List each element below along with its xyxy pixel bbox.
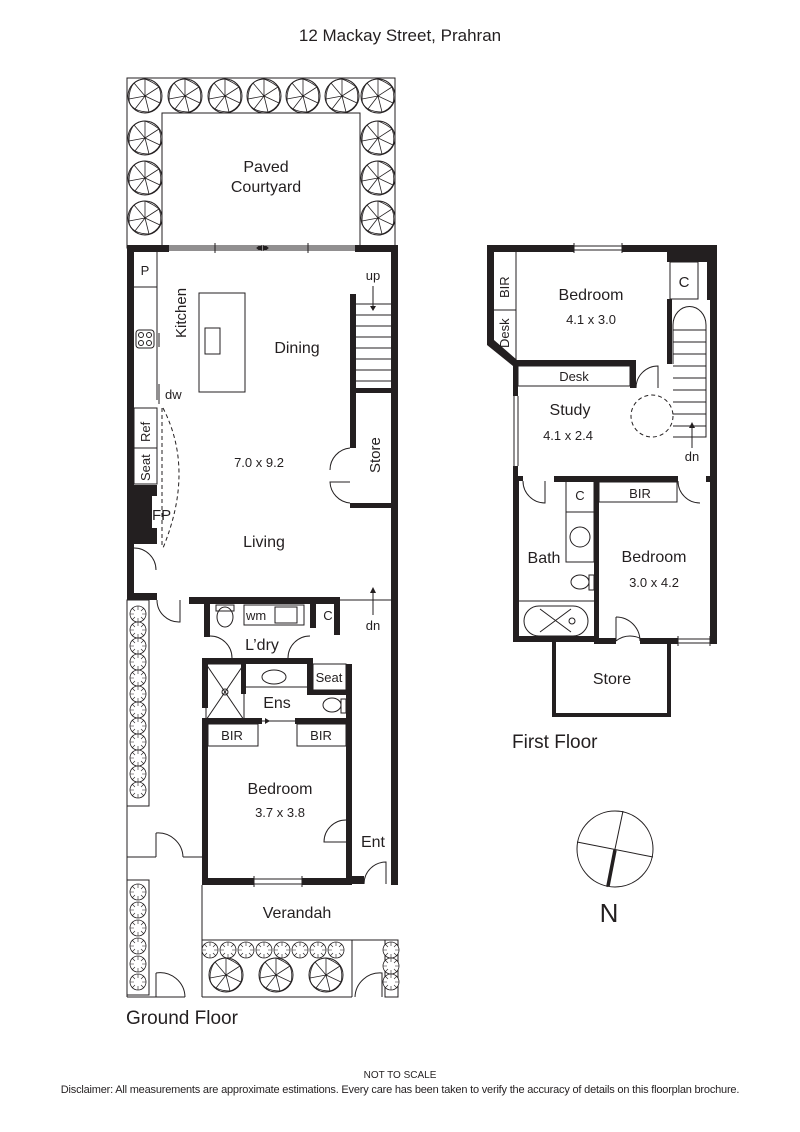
label-bedroom-2: Bedroom [622, 549, 687, 566]
label-desk: Desk [559, 369, 589, 384]
label-pantry: P [141, 263, 150, 278]
first-floor-label: First Floor [512, 732, 598, 753]
compass-north-label: N [600, 898, 619, 928]
label-bir-right: BIR [310, 728, 332, 743]
label-kitchen: Kitchen [173, 288, 190, 338]
sink-icon [204, 327, 221, 355]
label-fireplace: FP [152, 507, 171, 524]
side-garden-shrubs [129, 605, 147, 799]
courtyard-shrubs [127, 78, 396, 236]
washing-machine-icon [274, 606, 298, 624]
label-store-first: Store [593, 671, 631, 688]
label-ens-seat: Seat [316, 670, 343, 685]
label-bedroom-1-dims: 4.1 x 3.0 [566, 312, 616, 327]
label-ensuite: Ens [263, 695, 291, 712]
label-courtyard-2: Courtyard [231, 179, 301, 196]
label-entry: Ent [361, 834, 386, 851]
disclaimer: Disclaimer: All measurements are approxi… [60, 1084, 740, 1096]
north-compass-icon: N [576, 810, 654, 928]
label-bedroom-2-dims: 3.0 x 4.2 [629, 575, 679, 590]
label-desk-side: Desk [497, 318, 512, 348]
label-cupboard-bath: C [575, 488, 584, 503]
label-dining: Dining [274, 340, 319, 357]
label-store: Store [367, 437, 384, 473]
scale-note: NOT TO SCALE [363, 1070, 437, 1081]
label-bir-top: BIR [497, 276, 512, 298]
basin-icon [569, 526, 591, 548]
toilet-icon [570, 574, 590, 590]
first-floor-plan: BIR Desk Bedroom 4.1 x 3.0 C Desk Study … [487, 243, 717, 717]
label-bedroom-1: Bedroom [559, 287, 624, 304]
label-dishwasher: dw [165, 387, 182, 402]
front-garden-shrubs [201, 941, 345, 993]
fireplace-icon [134, 485, 157, 544]
label-living-dims: 7.0 x 9.2 [234, 455, 284, 470]
label-seat: Seat [138, 454, 153, 481]
label-up: up [366, 268, 380, 283]
label-verandah: Verandah [263, 905, 332, 922]
label-study-dims: 4.1 x 2.4 [543, 428, 593, 443]
cooktop-icon [135, 329, 155, 349]
label-bir: BIR [629, 486, 651, 501]
label-bir-left: BIR [221, 728, 243, 743]
label-laundry: L’dry [245, 637, 279, 654]
label-washing-machine: wm [245, 608, 266, 623]
ground-floor-plan: Paved Courtyard P Kitchen Dining up dw R… [126, 77, 400, 998]
ground-floor-label: Ground Floor [126, 1008, 238, 1029]
label-courtyard-1: Paved [243, 159, 288, 176]
label-down: dn [366, 618, 380, 633]
label-cupboard-top: C [679, 274, 690, 291]
label-down: dn [685, 449, 699, 464]
label-ref: Ref [138, 421, 153, 442]
label-bath: Bath [528, 550, 561, 567]
label-living: Living [243, 534, 285, 551]
label-bedroom: Bedroom [248, 781, 313, 798]
toilet-icon [216, 606, 234, 628]
basin-icon [261, 669, 287, 685]
label-cupboard: C [323, 608, 332, 623]
label-study: Study [550, 402, 591, 419]
page-title: 12 Mackay Street, Prahran [298, 26, 502, 45]
label-bedroom-dims: 3.7 x 3.8 [255, 805, 305, 820]
kitchen-island [198, 292, 246, 393]
